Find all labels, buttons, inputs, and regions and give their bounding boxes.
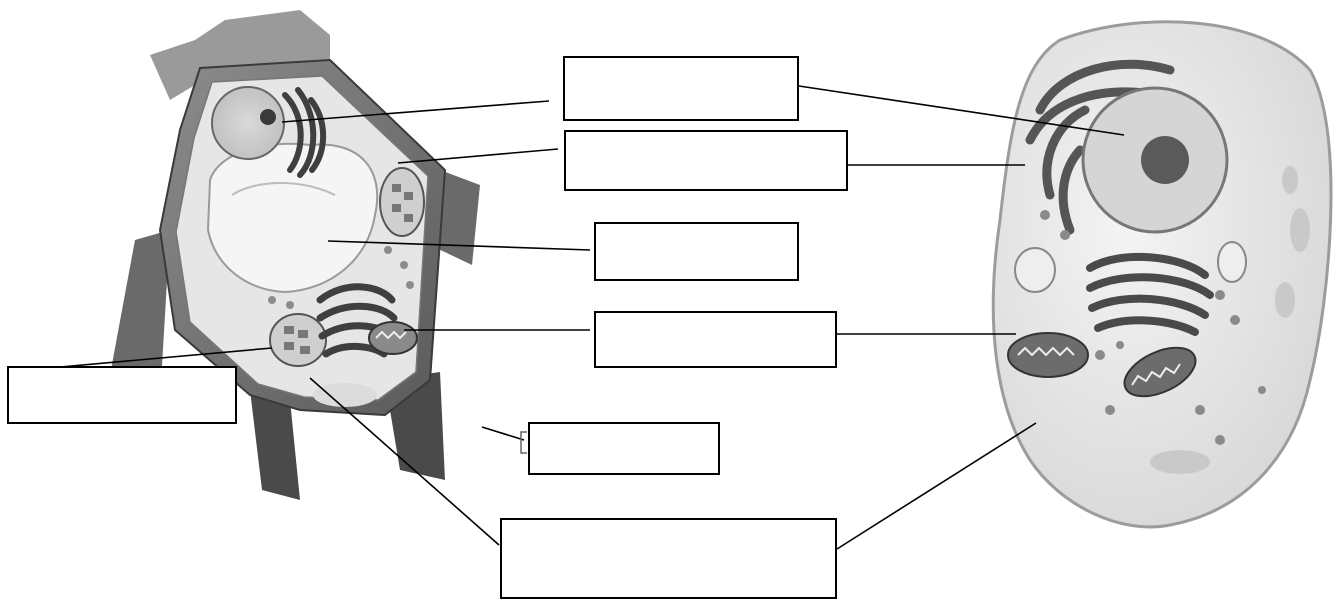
label-box-3[interactable] [594,222,799,281]
label-box-7[interactable] [500,518,837,599]
leader-line-box3-plant [327,240,591,251]
leader-line-box7-animal [836,422,1037,550]
animal-mitochondrion-right [1123,346,1197,398]
leader-line-box6-plant [481,426,525,441]
leader-line-box7-plant [309,377,500,546]
plant-vesicles [268,246,414,309]
animal-peripheral-body-2 [1290,208,1310,252]
plant-mitochondrion [368,321,418,355]
leader-line-box1-plant [281,100,550,123]
animal-peripheral-body-4 [1150,450,1210,474]
plant-nucleolus [260,109,276,125]
animal-mitochondrion-left [1007,332,1089,378]
animal-cell-illustration [991,20,1333,529]
animal-golgi [1086,252,1214,336]
animal-nucleolus [1141,136,1189,184]
plant-cell-illustration [110,10,480,500]
animal-peripheral-body-3 [1275,282,1295,318]
label-box-2[interactable] [564,130,848,191]
label-box-4[interactable] [594,311,837,368]
leader-line-box1-animal [798,85,1125,136]
leader-lines [48,85,1125,550]
box-6-bracket [520,431,527,454]
label-box-5[interactable] [7,366,237,424]
adjacent-wall-bottom-left [250,390,300,500]
label-box-1[interactable] [563,56,799,121]
label-box-6[interactable] [528,422,720,475]
animal-vacuole-left [1014,247,1056,293]
animal-peripheral-body-1 [1282,166,1298,194]
plant-endoplasmic-reticulum [282,87,327,178]
leader-line-box2-plant [397,148,559,164]
plant-small-vacuole [313,383,377,407]
chloroplast-lower [269,313,327,367]
adjacent-wall-top [150,10,330,100]
leader-line-box5-plant [48,347,273,369]
animal-vesicles [1040,210,1266,445]
label-boxes [7,56,848,599]
animal-vacuole-right [1217,241,1247,283]
chloroplast-upper [379,167,425,237]
adjacent-wall-left [110,230,170,400]
vacuole-inner-curve [231,182,336,196]
plant-nucleus [211,86,285,160]
